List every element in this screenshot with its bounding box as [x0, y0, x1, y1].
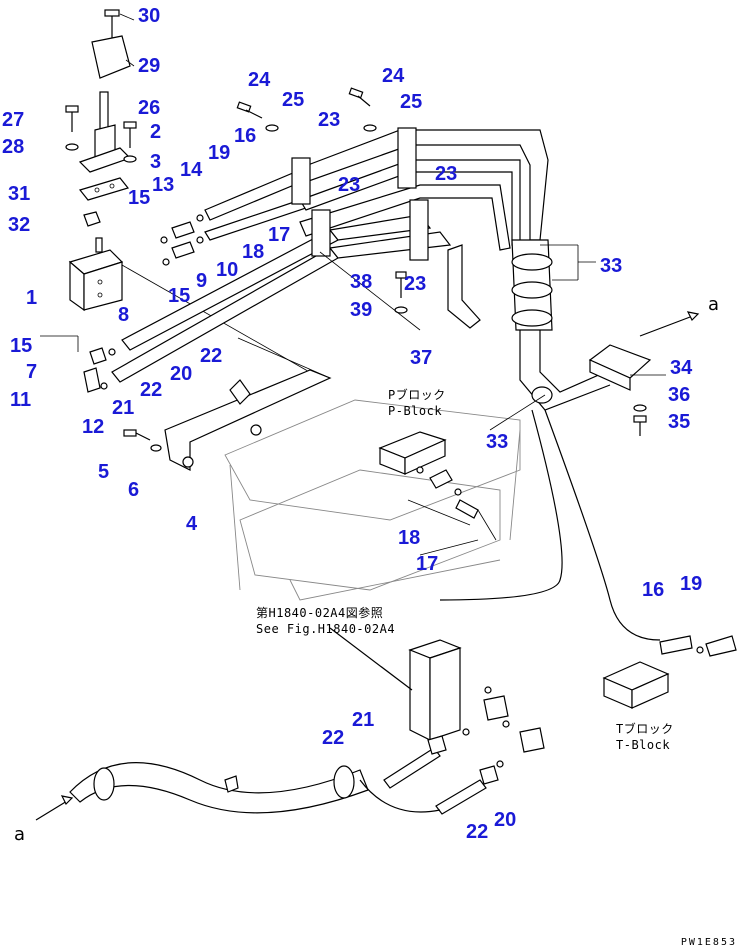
- protector-and-hose: [439, 239, 661, 641]
- p-block-label-jp: Pブロック: [388, 388, 446, 402]
- callout-34: 34: [670, 357, 693, 379]
- callout-15-b: 15: [168, 285, 191, 307]
- drawing-code: PW1E853: [680, 937, 737, 948]
- leader-lines: [40, 244, 666, 556]
- callout-24-a: 24: [248, 69, 271, 91]
- callout-36: 36: [668, 384, 691, 406]
- p-block: [378, 431, 497, 541]
- callout-25-b: 25: [400, 91, 423, 113]
- clamps: [291, 127, 429, 261]
- callout-23-a: 23: [318, 109, 341, 131]
- callout-39: 39: [350, 299, 373, 321]
- t-block-label-en: T-Block: [616, 738, 671, 752]
- callout-4: 4: [186, 513, 198, 535]
- callout-12: 12: [82, 416, 105, 438]
- callout-15-a: 15: [128, 187, 151, 209]
- ghost-outline: [224, 399, 521, 601]
- callout-11: 11: [10, 389, 32, 411]
- callout-35: 35: [668, 411, 691, 433]
- callout-37: 37: [410, 347, 433, 369]
- callout-22-a: 22: [140, 379, 163, 401]
- callout-22-b: 22: [200, 345, 223, 367]
- callout-28: 28: [2, 136, 25, 158]
- callout-23-b: 23: [435, 163, 458, 185]
- callout-23-c: 23: [338, 174, 361, 196]
- callout-31: 31: [8, 183, 31, 205]
- callout-18-b: 18: [398, 527, 421, 549]
- callout-2: 2: [150, 121, 162, 143]
- callout-20-a: 20: [170, 363, 193, 385]
- callout-25-a: 25: [282, 89, 305, 111]
- callout-3: 3: [150, 151, 162, 173]
- bottom-hoses: [69, 735, 499, 815]
- bracket-37: [394, 244, 481, 329]
- callout-18-a: 18: [242, 241, 265, 263]
- see-fig-label-jp: 第H1840-02A4図参照: [256, 606, 384, 620]
- callout-17-a: 17: [268, 224, 291, 246]
- screws-left: [65, 105, 137, 163]
- p-block-label-en: P-Block: [388, 404, 443, 418]
- lower-hoses: [111, 214, 452, 383]
- callout-7: 7: [26, 361, 38, 383]
- bracket-4: [123, 369, 332, 471]
- t-block-label-jp: Tブロック: [616, 722, 674, 736]
- callout-16-b: 16: [642, 579, 665, 601]
- lower-valve-assembly: [329, 627, 545, 768]
- callout-27: 27: [2, 109, 25, 131]
- arrow-label-a-left: a: [14, 824, 26, 845]
- bracket-34: [588, 344, 652, 436]
- callout-33-a: 33: [600, 255, 623, 277]
- callout-32: 32: [8, 214, 31, 236]
- callout-22-c: 22: [322, 727, 345, 749]
- callout-10: 10: [216, 259, 239, 281]
- callout-23-d: 23: [404, 273, 427, 295]
- arrow-label-a-right: a: [708, 294, 720, 315]
- callout-38: 38: [350, 271, 373, 293]
- small-fittings: [83, 347, 116, 393]
- callout-1: 1: [26, 287, 38, 309]
- see-fig-label-en: See Fig.H1840-02A4: [256, 622, 396, 636]
- flow-arrows: [35, 311, 700, 821]
- callout-21-b: 21: [352, 709, 375, 731]
- callout-30: 30: [138, 5, 161, 27]
- callout-16-a: 16: [234, 125, 257, 147]
- callout-20-b: 20: [494, 809, 517, 831]
- callout-5: 5: [98, 461, 110, 483]
- callout-13: 13: [152, 174, 175, 196]
- callout-14: 14: [180, 159, 203, 181]
- upper-hoses: [204, 129, 549, 251]
- callout-15-c: 15: [10, 335, 33, 357]
- callout-33-b: 33: [486, 431, 509, 453]
- callout-22-d: 22: [466, 821, 489, 843]
- callout-19-b: 19: [680, 573, 703, 595]
- callout-21-a: 21: [112, 397, 135, 419]
- callout-8: 8: [118, 304, 130, 326]
- callout-9: 9: [196, 270, 208, 292]
- lever: [78, 91, 132, 173]
- callout-24-b: 24: [382, 65, 405, 87]
- screws-top: [236, 87, 377, 132]
- fittings-mid: [160, 214, 204, 266]
- callout-29: 29: [138, 55, 161, 77]
- plate-and-nut: [78, 177, 130, 227]
- knob-assembly: [91, 9, 135, 79]
- callout-17-b: 17: [416, 553, 439, 575]
- callout-26: 26: [138, 97, 161, 119]
- callout-6: 6: [128, 479, 140, 501]
- t-block: [602, 635, 737, 709]
- callout-19-a: 19: [208, 142, 231, 164]
